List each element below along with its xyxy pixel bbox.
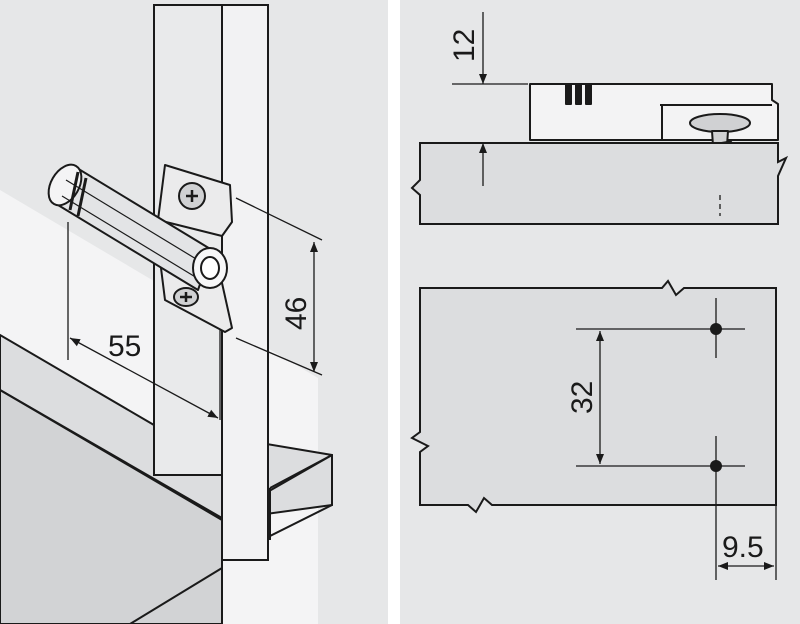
dimension-height bbox=[235, 197, 323, 376]
dimension-label-height: 46 bbox=[280, 297, 313, 330]
board-section bbox=[410, 142, 789, 225]
dimension-label-offset: 12 bbox=[448, 29, 481, 62]
dimension-offset bbox=[452, 12, 528, 186]
dimension-label-depth: 55 bbox=[108, 330, 141, 363]
screw-icon bbox=[689, 113, 751, 133]
isometric-view-panel: 55 46 bbox=[0, 0, 388, 624]
drill-hole-icon bbox=[710, 323, 722, 335]
soft-close-damper bbox=[47, 163, 233, 333]
plan-view-board bbox=[410, 279, 777, 514]
section-view-panel: 12 32 9.5 bbox=[400, 0, 800, 624]
dimension-depth bbox=[67, 222, 221, 420]
dimension-label-spacing: 32 bbox=[566, 381, 599, 414]
drill-hole-icon bbox=[710, 460, 722, 472]
dimension-label-edge: 9.5 bbox=[722, 531, 764, 564]
